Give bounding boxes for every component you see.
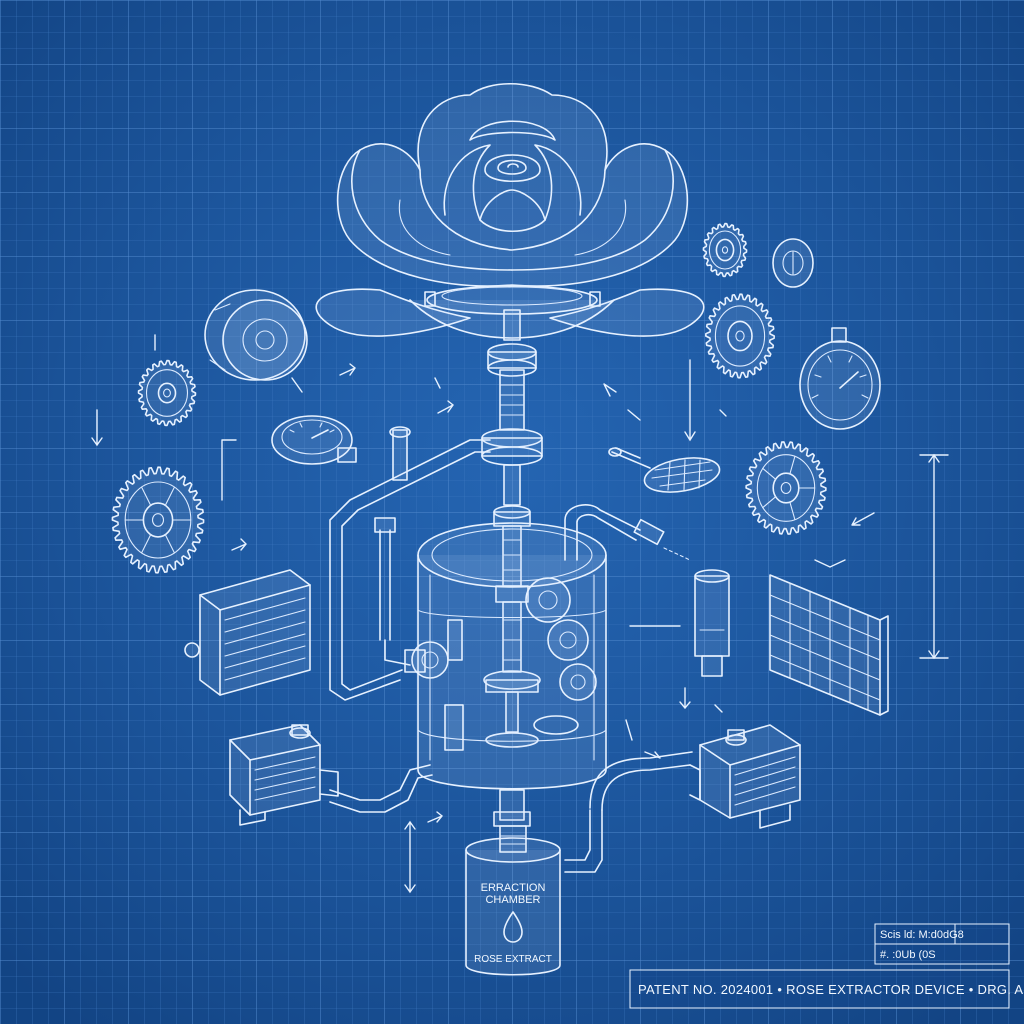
droplet-icon [503,911,523,943]
right-filter-screen [769,574,889,716]
left-flange-disc [204,289,308,381]
filter-cartridge [694,569,730,677]
extract-label: ROSE EXTRACT [474,954,552,965]
pipe-network [329,426,693,873]
right-pump-motor [689,724,801,829]
rose-flower-icon [315,82,705,339]
dial-gauge-icon [271,415,357,465]
chamber-label-line2: CHAMBER [485,894,540,906]
pressure-gauge-icon [799,327,881,430]
patent-title: PATENT NO. 2024001 • ROSE EXTRACTOR DEVI… [638,982,1024,997]
chamber-label-line1: ERRACTION [481,882,546,894]
right-small-disc [772,238,814,288]
gear-icon-left-large [111,466,205,574]
gear-icon-top-right [702,222,748,278]
title-block-row2: #. :0Ub (0S [880,949,936,961]
left-radiator [184,569,311,696]
dimension-arrows [91,334,949,894]
gear-icon-left-small [137,359,197,427]
gears-group [111,222,827,574]
central-shaft [481,309,543,748]
left-pump-motor [229,724,339,826]
gear-icon-right-large [745,441,827,535]
central-tank [404,522,607,827]
title-block-row1: Scis ld: M:d0dG8 [880,929,964,941]
title-block-main-frame [629,969,1010,1009]
gear-icon-right-mid [705,293,775,379]
title-block: Scis ld: M:d0dG8 #. :0Ub (0S PATENT NO. … [629,923,1024,1009]
extraction-canister: ERRACTION CHAMBER ROSE EXTRACT [465,825,561,976]
mesh-strainer [608,447,721,493]
